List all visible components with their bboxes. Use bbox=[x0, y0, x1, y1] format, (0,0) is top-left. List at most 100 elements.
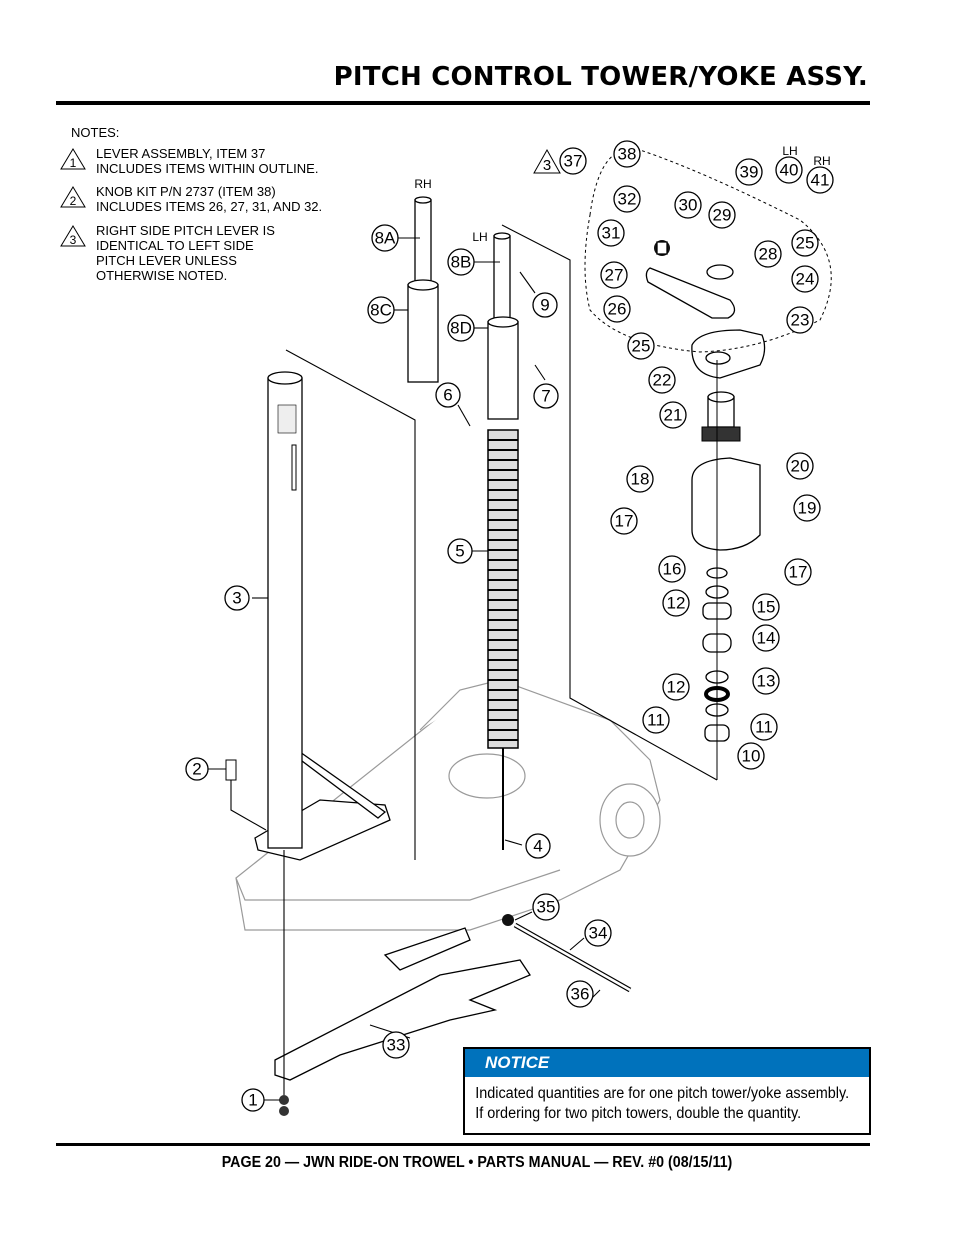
svg-text:1: 1 bbox=[70, 156, 77, 170]
svg-text:28: 28 bbox=[759, 245, 778, 264]
washer bbox=[502, 914, 514, 926]
callout-8a: 8A bbox=[371, 224, 399, 252]
spring bbox=[487, 429, 519, 850]
callout-30: 30 bbox=[674, 191, 702, 219]
svg-text:11: 11 bbox=[647, 711, 665, 730]
note-triangle-icon: 2 bbox=[60, 186, 86, 208]
callout-14: 14 bbox=[752, 624, 780, 652]
svg-text:10: 10 bbox=[742, 747, 761, 766]
svg-text:14: 14 bbox=[757, 629, 776, 648]
callout-20: 20 bbox=[786, 452, 814, 480]
svg-text:25: 25 bbox=[632, 337, 651, 356]
svg-text:33: 33 bbox=[387, 1036, 406, 1055]
svg-text:25: 25 bbox=[796, 234, 815, 253]
svg-text:36: 36 bbox=[571, 985, 590, 1004]
leader-lines bbox=[208, 224, 718, 1101]
callout-39: 39 bbox=[735, 158, 763, 186]
note-triangle-icon: 3 bbox=[60, 225, 86, 247]
callout-16: 16 bbox=[658, 555, 686, 583]
callout-10: 10 bbox=[737, 742, 765, 770]
notice-box: NOTICE Indicated quantities are for one … bbox=[463, 1047, 871, 1135]
callout-33: 33 bbox=[382, 1031, 410, 1059]
rod-8b-8d bbox=[487, 232, 519, 420]
note-3: 3 RIGHT SIDE PITCH LEVER IS IDENTICAL TO… bbox=[60, 223, 275, 283]
callout-26: 26 bbox=[603, 295, 631, 323]
callout-22: 22 bbox=[648, 366, 676, 394]
svg-text:8D: 8D bbox=[450, 319, 472, 338]
nut bbox=[279, 1095, 289, 1105]
callout-25: 25 bbox=[791, 229, 819, 257]
svg-text:24: 24 bbox=[796, 270, 815, 289]
callout-21: 21 bbox=[659, 401, 687, 429]
svg-text:8B: 8B bbox=[451, 253, 472, 272]
bolt bbox=[225, 759, 237, 781]
svg-text:34: 34 bbox=[589, 924, 608, 943]
note-text: LEVER ASSEMBLY, ITEM 37 INCLUDES ITEMS W… bbox=[96, 146, 319, 176]
svg-text:19: 19 bbox=[798, 499, 817, 518]
svg-text:12: 12 bbox=[667, 678, 686, 697]
svg-text:17: 17 bbox=[615, 512, 634, 531]
callout-18: 18 bbox=[626, 465, 654, 493]
callout-28: 28 bbox=[754, 240, 782, 268]
svg-text:13: 13 bbox=[757, 672, 776, 691]
callout-23: 23 bbox=[786, 306, 814, 334]
svg-text:16: 16 bbox=[663, 560, 682, 579]
tower-tube bbox=[267, 371, 303, 849]
callout-5: 5 bbox=[447, 538, 473, 564]
lh-label: LH bbox=[782, 144, 797, 158]
svg-text:18: 18 bbox=[631, 470, 650, 489]
svg-text:41: 41 bbox=[811, 171, 830, 190]
svg-text:35: 35 bbox=[537, 898, 556, 917]
footer-rule bbox=[56, 1143, 870, 1146]
svg-text:32: 32 bbox=[618, 190, 637, 209]
callout-25: 25 bbox=[627, 332, 655, 360]
svg-text:2: 2 bbox=[70, 194, 77, 208]
callout-41: 41 bbox=[806, 166, 834, 194]
header-rule bbox=[56, 101, 870, 105]
svg-text:12: 12 bbox=[667, 594, 686, 613]
notice-body: Indicated quantities are for one pitch t… bbox=[465, 1077, 866, 1124]
svg-text:31: 31 bbox=[602, 224, 621, 243]
notice-line: Indicated quantities are for one pitch t… bbox=[475, 1085, 850, 1102]
callout-6: 6 bbox=[435, 382, 461, 408]
svg-text:2: 2 bbox=[192, 760, 201, 779]
callout-29: 29 bbox=[708, 201, 736, 229]
callout-9: 9 bbox=[532, 292, 558, 318]
svg-text:39: 39 bbox=[740, 163, 759, 182]
pitch-lever bbox=[645, 240, 736, 319]
svg-text:22: 22 bbox=[653, 371, 672, 390]
svg-text:5: 5 bbox=[455, 542, 464, 561]
lever-assembly-outline bbox=[584, 148, 832, 353]
callout-37: 37 bbox=[559, 147, 587, 175]
trowel-frame bbox=[235, 679, 661, 931]
rod-8a-8c bbox=[407, 196, 439, 383]
rh-label: RH bbox=[813, 154, 830, 168]
callout-13: 13 bbox=[752, 667, 780, 695]
note-1: 1 LEVER ASSEMBLY, ITEM 37 INCLUDES ITEMS… bbox=[60, 146, 318, 176]
svg-text:20: 20 bbox=[791, 457, 810, 476]
note-triangle-icon: 1 bbox=[60, 148, 86, 170]
svg-text:30: 30 bbox=[679, 196, 698, 215]
callout-31: 31 bbox=[597, 219, 625, 247]
lever-housing-stack bbox=[691, 329, 766, 780]
callout-8b: 8B bbox=[447, 248, 475, 276]
page-footer: PAGE 20 — JWN RIDE-ON TROWEL • PARTS MAN… bbox=[221, 1154, 733, 1171]
callout-36: 36 bbox=[566, 980, 594, 1008]
callout-8d: 8D bbox=[447, 314, 475, 342]
callout-32: 32 bbox=[613, 185, 641, 213]
callout-19: 19 bbox=[793, 494, 821, 522]
svg-text:3: 3 bbox=[232, 589, 241, 608]
callout-35: 35 bbox=[532, 893, 560, 921]
svg-text:8A: 8A bbox=[375, 229, 396, 248]
callout-11: 11 bbox=[750, 713, 778, 741]
nut bbox=[279, 1106, 289, 1116]
svg-text:4: 4 bbox=[533, 837, 542, 856]
note-text: KNOB KIT P/N 2737 (ITEM 38) INCLUDES ITE… bbox=[96, 184, 323, 214]
svg-text:21: 21 bbox=[664, 406, 683, 425]
yoke bbox=[274, 927, 531, 1081]
svg-text:27: 27 bbox=[605, 266, 624, 285]
notice-line: If ordering for two pitch towers, double… bbox=[475, 1105, 802, 1122]
svg-text:9: 9 bbox=[540, 296, 549, 315]
svg-text:3: 3 bbox=[543, 157, 551, 174]
